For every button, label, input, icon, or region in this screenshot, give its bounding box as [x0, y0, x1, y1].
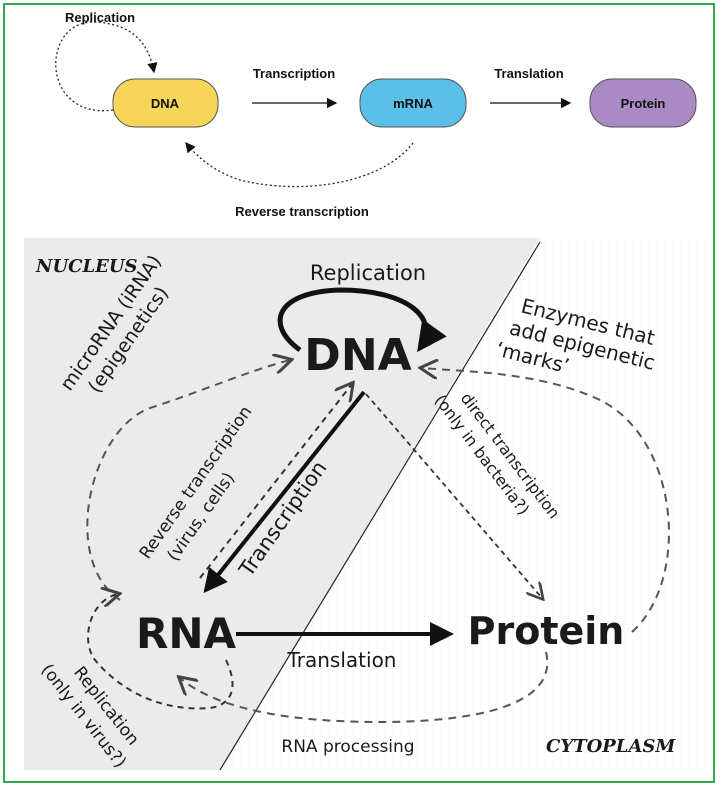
translation-label: Translation [494, 66, 563, 81]
rna-processing-dashed-arrow [180, 651, 549, 724]
dna-node-label: DNA [151, 96, 180, 111]
dna-node [112, 78, 219, 128]
reverse-transcription-label: Reverse transcription [235, 204, 369, 219]
nucleus-label: NUCLEUS [35, 256, 138, 277]
dna-replication-loop [277, 287, 447, 353]
replication-loop-arrow [55, 21, 158, 112]
dna-node-big: DNA [304, 330, 411, 381]
protein-node-big: Protein [468, 609, 625, 653]
transcription-solid-arrow [203, 390, 366, 594]
reverse-transcription-dashed-arrow [199, 384, 352, 579]
bottom-diagram: NUCLEUS CYTOPLASM Replication DNA RNA Pr… [24, 238, 710, 772]
rna-processing-label: RNA processing [281, 737, 414, 757]
nucleus-region [24, 238, 540, 770]
rna-replication-loop [87, 594, 234, 710]
replication-top-label: Replication [310, 261, 426, 285]
replication-label: Replication [65, 10, 135, 25]
cytoplasm-label: CYTOPLASM [546, 736, 676, 757]
rna-node-big: RNA [136, 609, 236, 658]
top-diagram: Replication DNA Transcription mRNA Trans… [55, 10, 697, 219]
mrna-node [359, 78, 467, 128]
mirna-dashed-arrow [86, 360, 290, 601]
transcription-label: Transcription [253, 66, 335, 81]
mrna-node-label: mRNA [393, 96, 433, 111]
nuclear-membrane-line [219, 241, 541, 771]
reverse-transcription-arrow [185, 141, 414, 188]
translation-big-label: Translation [287, 648, 397, 672]
protein-node-label: Protein [621, 96, 666, 111]
protein-node [589, 78, 697, 128]
